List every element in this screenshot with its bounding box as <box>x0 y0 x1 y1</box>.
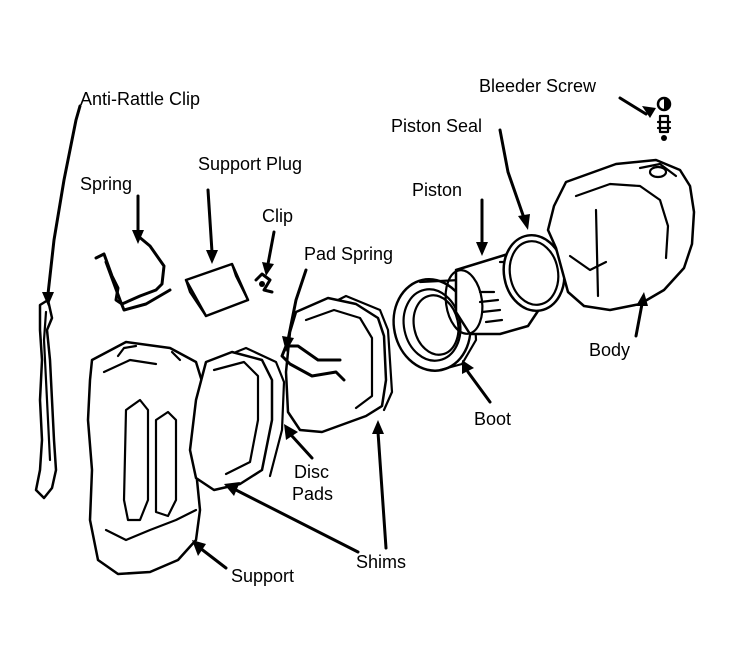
support-part <box>86 340 206 576</box>
disc-pad-inner-part <box>188 346 286 492</box>
label-pad-spring: Pad Spring <box>304 244 393 264</box>
pad-spring-part <box>280 344 346 382</box>
disc-pad-outer-part <box>284 294 394 434</box>
label-bleeder-screw: Bleeder Screw <box>479 76 597 96</box>
label-clip: Clip <box>262 206 293 226</box>
label-pads: Pads <box>292 484 333 504</box>
leader-lines <box>42 96 656 570</box>
spring-part <box>94 234 172 312</box>
label-piston: Piston <box>412 180 462 200</box>
label-support: Support <box>231 566 294 586</box>
label-spring: Spring <box>80 174 132 194</box>
label-piston-seal: Piston Seal <box>391 116 482 136</box>
caliper-body-part <box>546 158 696 312</box>
label-body: Body <box>589 340 630 360</box>
bleeder-screw-part <box>656 96 672 141</box>
piston-seal-part <box>502 233 566 313</box>
label-disc: Disc <box>294 462 329 482</box>
clip-part <box>254 272 274 294</box>
label-shims: Shims <box>356 552 406 572</box>
label-boot: Boot <box>474 409 511 429</box>
label-support-plug: Support Plug <box>198 154 302 174</box>
label-anti-rattle-clip: Anti-Rattle Clip <box>80 89 200 109</box>
anti-rattle-clip-part <box>34 298 58 500</box>
support-plug-part <box>184 262 250 318</box>
